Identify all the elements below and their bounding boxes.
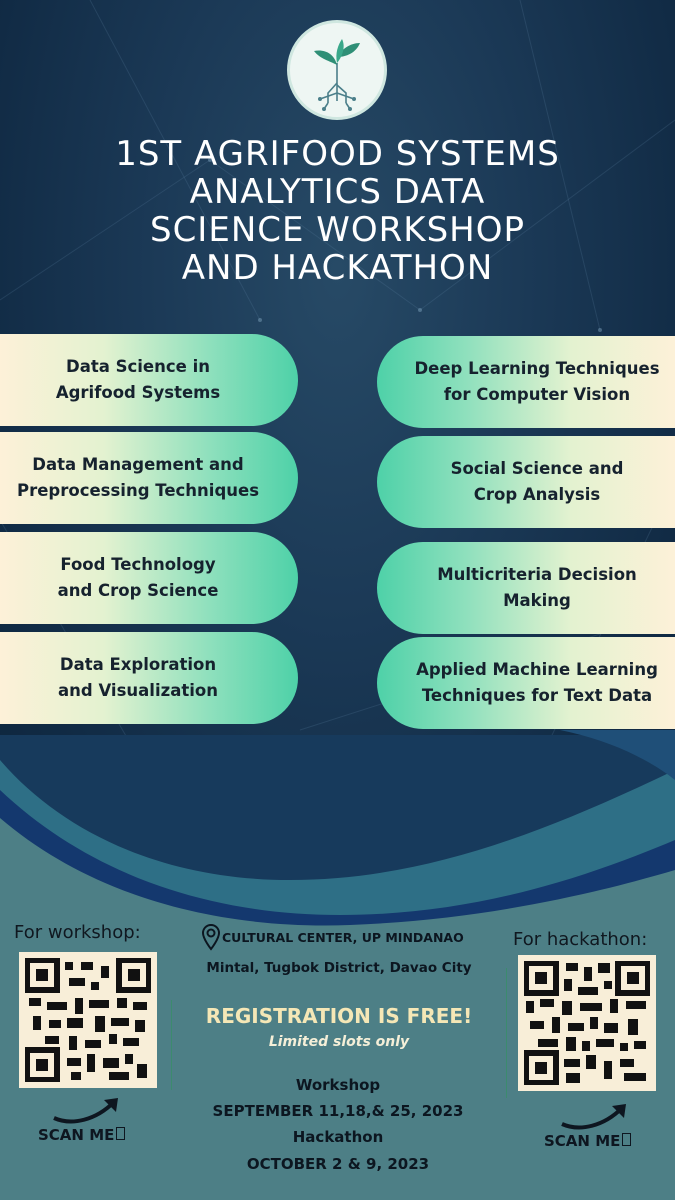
hackathon-qr-label: For hackathon: [513, 929, 648, 950]
topic-label: Multicriteria Decision Making [437, 565, 637, 610]
workshop-qr-code[interactable] [19, 952, 157, 1088]
topic-food-technology: Food Technology and Crop Science [0, 532, 298, 624]
missing-glyph-icon [116, 1127, 126, 1140]
hackathon-qr-code[interactable] [518, 955, 656, 1091]
topic-label: Social Science and Crop Analysis [450, 459, 624, 504]
topic-label: Data Exploration and Visualization [58, 655, 218, 700]
topic-label: Applied Machine Learning Techniques for … [416, 660, 658, 705]
hackathon-scan-me: SCAN ME [544, 1132, 632, 1150]
poster-title: 1ST AGRIFOOD SYSTEMS ANALYTICS DATA SCIE… [40, 135, 635, 287]
scan-label: SCAN ME [544, 1132, 621, 1150]
divider-left [171, 1000, 172, 1090]
registration-headline: REGISTRATION IS FREE! [205, 1004, 473, 1028]
title-line-4: AND HACKATHON [181, 248, 494, 288]
arrow-icon [53, 1098, 118, 1124]
topic-deep-learning: Deep Learning Techniques for Computer Vi… [377, 336, 675, 428]
scan-label: SCAN ME [38, 1126, 115, 1144]
agrifood-logo [287, 20, 387, 120]
missing-glyph-icon [622, 1133, 632, 1146]
arrow-icon [561, 1104, 626, 1130]
venue-name: CULTURAL CENTER, UP MINDANAO [222, 930, 464, 945]
topic-label: Data Management and Preprocessing Techni… [16, 455, 260, 500]
topic-social-science: Social Science and Crop Analysis [377, 436, 675, 528]
registration-note: Limited slots only [268, 1034, 410, 1050]
topic-data-management: Data Management and Preprocessing Techni… [0, 432, 298, 524]
workshop-qr-label: For workshop: [14, 922, 141, 943]
topic-data-exploration: Data Exploration and Visualization [0, 632, 298, 724]
topic-label: Data Science in Agrifood Systems [55, 357, 221, 402]
hackathon-dates: OCTOBER 2 & 9, 2023 [246, 1155, 430, 1173]
topic-label: Food Technology and Crop Science [57, 555, 219, 600]
location-pin-icon [201, 923, 221, 951]
workshop-scan-me: SCAN ME [38, 1126, 126, 1144]
title-line-1: 1ST AGRIFOOD SYSTEMS [115, 134, 560, 174]
hackathon-label: Hackathon [292, 1128, 384, 1146]
workshop-dates: SEPTEMBER 11,18,& 25, 2023 [212, 1102, 464, 1120]
title-line-2: ANALYTICS DATA [189, 172, 486, 212]
topic-multicriteria: Multicriteria Decision Making [377, 542, 675, 634]
venue-address: Mintal, Tugbok District, Davao City [206, 960, 472, 976]
divider-right [506, 968, 507, 1098]
topic-label: Deep Learning Techniques for Computer Vi… [414, 359, 660, 404]
title-line-3: SCIENCE WORKSHOP [149, 210, 525, 250]
topic-data-science-agrifood: Data Science in Agrifood Systems [0, 334, 298, 426]
topic-applied-ml: Applied Machine Learning Techniques for … [377, 637, 675, 729]
workshop-label: Workshop [295, 1076, 381, 1094]
